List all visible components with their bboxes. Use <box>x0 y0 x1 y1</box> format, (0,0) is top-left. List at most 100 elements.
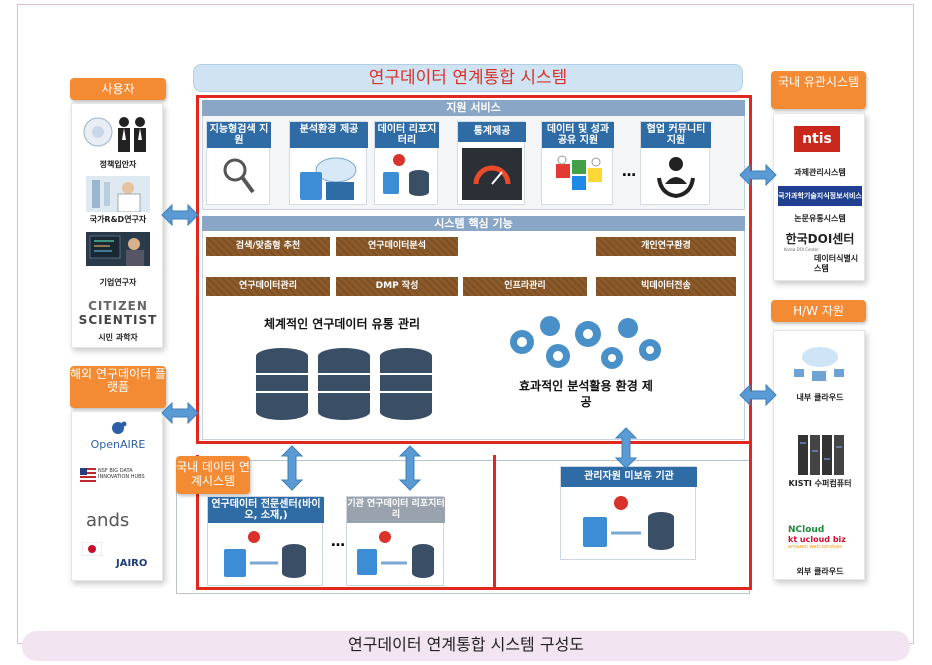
domestic-systems-header: 국내 유관시스템 <box>771 71 866 109</box>
analysis-env-title: 효과적인 분석활용 환경 제공 <box>519 379 653 409</box>
unmanaged-org-title: 관리자원 미보유 기관 <box>561 467 697 487</box>
service-title-repository: 데이터 리포지터리 <box>375 122 439 148</box>
service-title-sharing: 데이터 및 성과 공유 지원 <box>542 122 614 148</box>
aws-logo: amazon web services <box>788 544 842 550</box>
lab-researcher-icon <box>86 176 150 213</box>
policymaker-image <box>82 110 152 154</box>
ands-logo: ands <box>86 510 150 532</box>
service-title-search: 지능형검색 지원 <box>207 122 271 148</box>
support-services-header: 지원 서비스 <box>202 100 745 116</box>
database-stack-icon <box>256 348 432 420</box>
user-label-policymaker: 정책입안자 <box>99 160 137 169</box>
domestic-linked-red-outline <box>196 455 496 590</box>
openaire-icon <box>112 421 127 434</box>
overseas-header-label: 해외 연구데이터 플랫폼 <box>70 367 166 394</box>
cloud-devices-icon <box>300 157 357 200</box>
arrow-users-core <box>161 203 199 227</box>
dashboard-gauge-icon <box>462 148 522 200</box>
repo-card-specialized: 연구데이터 전문센터(바이오, 소재,) <box>207 496 324 586</box>
function-data-management: 연구데이터관리 <box>206 277 330 296</box>
repository-sync-icon-2 <box>357 531 434 578</box>
service-card-community: 협업 커뮤니티 지원 <box>640 121 711 205</box>
domestic-label-doi: 데이터식별시스템 <box>814 254 859 273</box>
doi-sub: Korea DOI Center <box>784 247 819 252</box>
function-infra: 인프라관리 <box>463 277 587 296</box>
repo-title-specialized: 연구데이터 전문센터(바이오, 소재,) <box>208 497 324 523</box>
ncloud-logo: NCloud <box>788 525 825 535</box>
service-title-community: 협업 커뮤니티 지원 <box>641 122 711 148</box>
function-bigdata-transfer: 빅데이터전송 <box>596 277 736 296</box>
cloud-computing-icon <box>794 347 844 381</box>
corporate-image <box>86 232 150 266</box>
repo-title-institutional: 기관 연구데이터 리포지터리 <box>347 497 445 523</box>
arrow-core-specialized <box>280 445 304 491</box>
domestic-label-paper: 논문유통시스템 <box>794 214 846 223</box>
jairo-logo: JAIRO <box>82 542 152 576</box>
arrow-core-domestic <box>739 163 777 187</box>
hw-resources-panel: 내부 클라우드 KISTI 수퍼컴퓨터 NCloud kt ucloud biz… <box>773 330 865 580</box>
title-banner: 연구데이터 연계통합 시스템 <box>193 64 743 92</box>
domestic-linked-label: 국내 데이터 연계시스템 <box>176 456 250 494</box>
magnifier-icon <box>223 158 255 194</box>
service-title-statistics: 통계제공 <box>458 122 526 142</box>
server-rack-icon <box>798 435 844 475</box>
overseas-header: 해외 연구데이터 플랫폼 <box>70 366 166 408</box>
service-card-search: 지능형검색 지원 <box>206 121 271 205</box>
function-search-recommend: 검색/맞춤형 추천 <box>206 237 330 256</box>
policymaker-icon <box>83 117 146 152</box>
function-dmp: DMP 작성 <box>336 277 458 296</box>
user-label-citizen: 시민 과학자 <box>98 333 138 342</box>
unmanaged-org-card: 관리자원 미보유 기관 <box>560 466 697 560</box>
ands-text: ands <box>86 510 130 531</box>
hw-resources-header: H/W 자원 <box>771 300 866 322</box>
ntis-logo: ntis <box>794 126 840 152</box>
citizen-scientist-logo: CITIZEN SCIENTIST <box>78 299 158 331</box>
hands-person-icon <box>657 157 695 198</box>
function-personal-env: 개인연구환경 <box>596 237 736 256</box>
service-card-analysis: 분석환경 제공 <box>289 121 368 205</box>
hw-label-external: 외부 클라우드 <box>796 567 844 576</box>
puzzle-people-icon <box>556 155 602 190</box>
repos-ellipsis: … <box>331 534 345 550</box>
repo-card-institutional: 기관 연구데이터 리포지터리 <box>346 496 445 586</box>
overseas-panel: OpenAIRE NSF BIG DATA INNOVATION HUBS an… <box>71 411 163 581</box>
domestic-label-ntis: 과제관리시스템 <box>794 168 846 177</box>
jairo-text: JAIRO <box>116 558 148 569</box>
diagram-caption: 연구데이터 연계통합 시스템 구성도 <box>22 631 910 661</box>
services-ellipsis: … <box>622 164 636 180</box>
openaire-text: OpenAIRE <box>90 438 146 451</box>
page-title: 연구데이터 연계통합 시스템 <box>368 68 568 88</box>
coder-icon <box>86 232 150 266</box>
arrow-core-institutional <box>398 445 422 491</box>
db-management-title: 체계적인 연구데이터 유통 관리 <box>263 317 421 331</box>
domestic-systems-panel: ntis 과제관리시스템 국가과학기술지식정보서비스 논문유통시스템 한국DOI… <box>773 113 865 281</box>
kt-logo: kt ucloud biz <box>788 535 846 544</box>
supercomputer-image <box>796 435 844 475</box>
user-label-rnd: 국가R&D연구자 <box>89 215 147 224</box>
arrow-core-unmanaged <box>614 427 638 469</box>
nsf-text: NSF BIG DATA INNOVATION HUBS <box>98 468 145 480</box>
user-label-corporate: 기업연구자 <box>99 278 137 287</box>
gears-analysis-icon <box>510 316 661 369</box>
arrow-overseas-core <box>161 401 199 425</box>
hw-label-kisti: KISTI 수퍼컴퓨터 <box>788 479 852 488</box>
doi-logo: 한국DOI센터 <box>785 232 855 246</box>
citizen-logo-line1: CITIZEN <box>88 299 148 313</box>
hw-label-internal: 내부 클라우드 <box>796 393 844 402</box>
external-cloud-logos: NCloud kt ucloud biz amazon web services <box>788 525 856 561</box>
repository-sync-icon <box>224 531 306 578</box>
service-card-repository: 데이터 리포지터리 <box>374 121 439 205</box>
nsf-logo: NSF BIG DATA INNOVATION HUBS <box>80 468 158 494</box>
repository-sync-icon-3 <box>583 496 674 550</box>
users-header: 사용자 <box>70 78 166 100</box>
service-card-sharing: 데이터 및 성과 공유 지원 <box>541 121 614 205</box>
japan-flag-icon <box>82 542 102 556</box>
core-functions-header: 시스템 핵심 기능 <box>202 216 745 231</box>
openaire-logo: OpenAIRE <box>86 420 150 451</box>
repository-icon <box>383 154 429 196</box>
arrow-core-hw <box>739 383 777 407</box>
citizen-logo-line2: SCIENTIST <box>78 313 158 327</box>
service-title-analysis: 분석환경 제공 <box>290 122 368 148</box>
internal-cloud-image <box>788 339 852 385</box>
researcher-image <box>86 176 150 213</box>
